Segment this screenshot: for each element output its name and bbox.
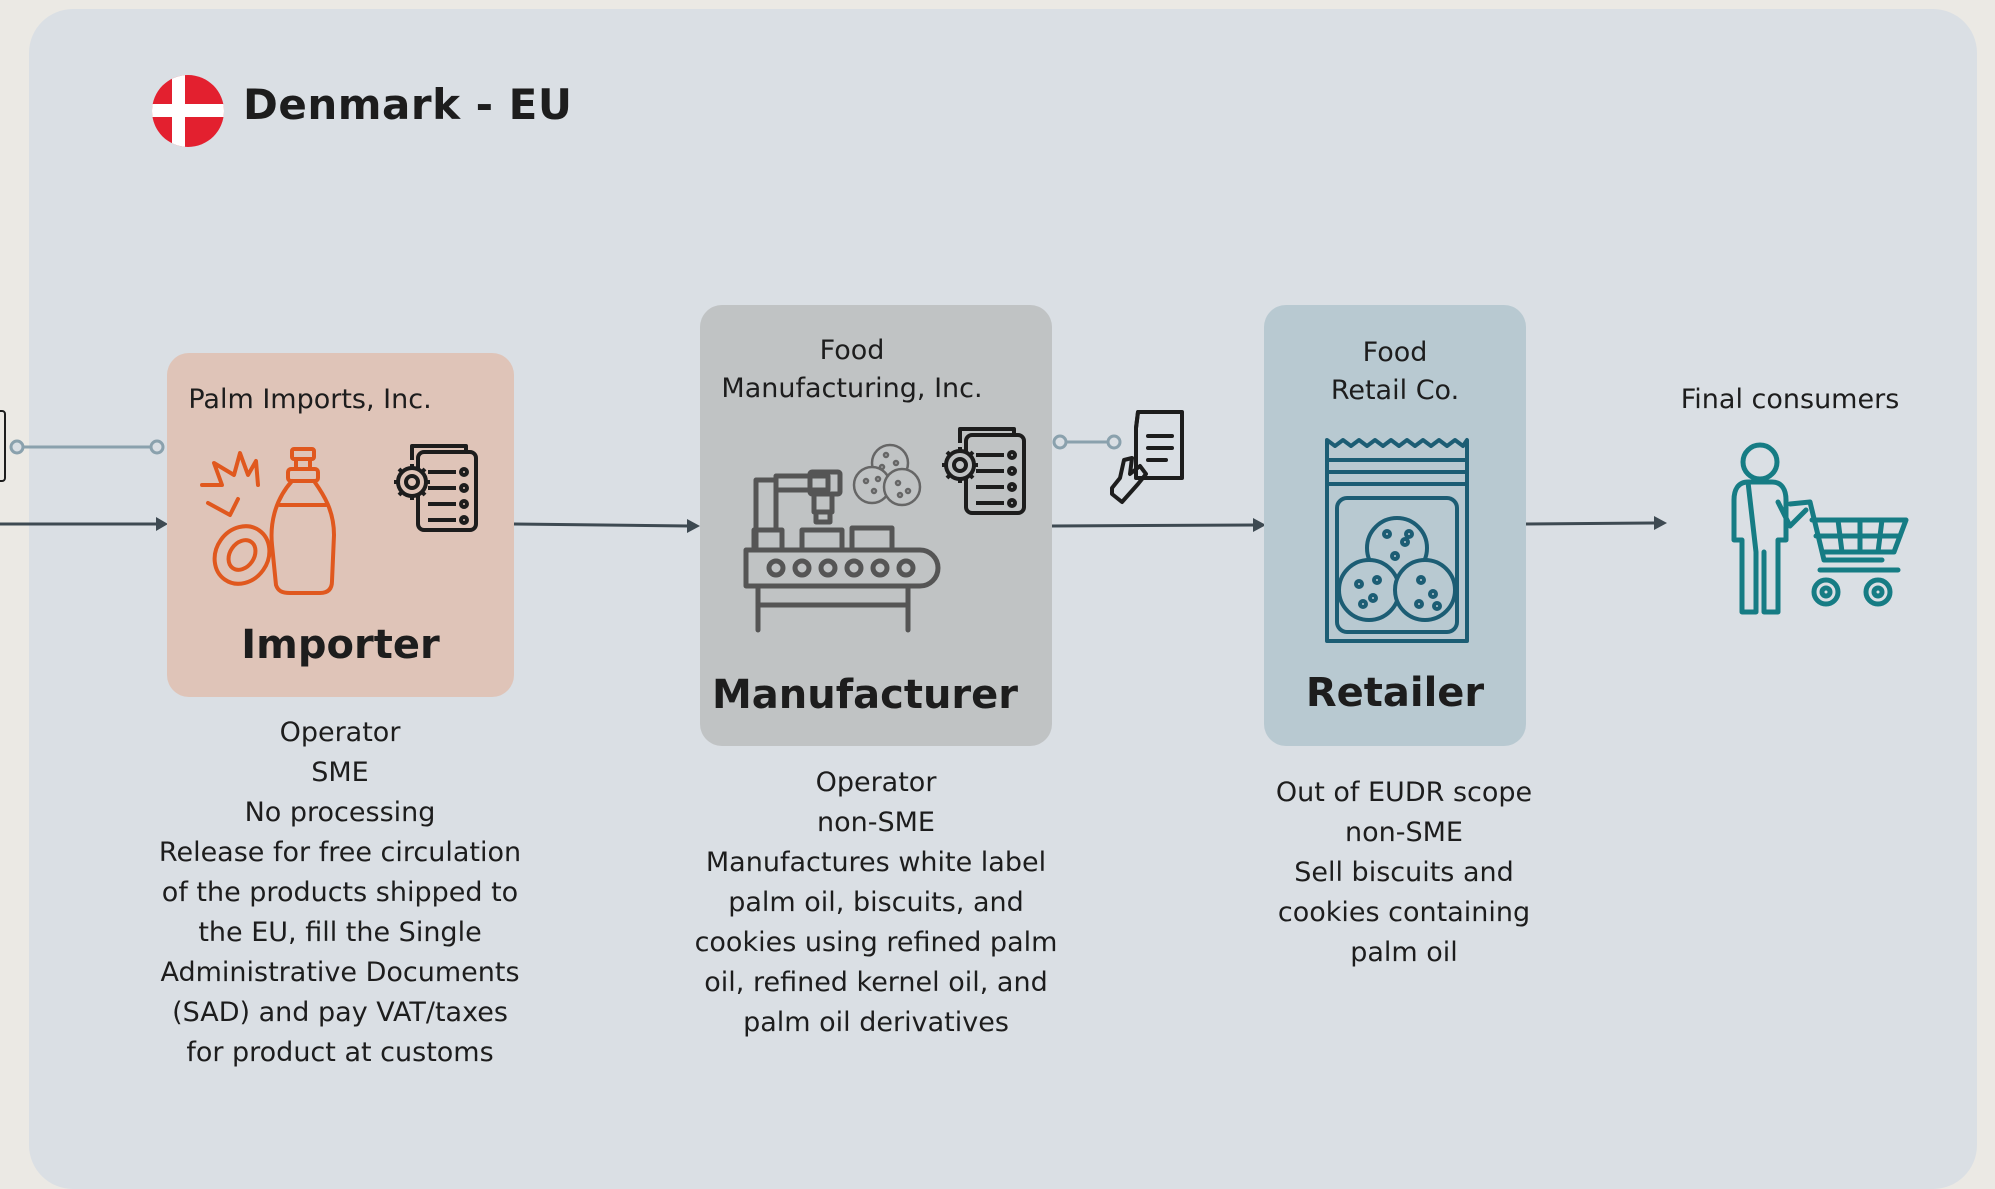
manufacturer-company-line: Manufacturing, Inc.: [721, 373, 983, 404]
handing-document-icon: [1110, 410, 1184, 504]
retailer-company-line: Food: [1362, 337, 1428, 368]
retailer-company: Food Retail Co.: [1264, 334, 1526, 410]
importer-title: Importer: [241, 622, 440, 668]
importer-company: Palm Imports, Inc.: [170, 381, 450, 419]
retailer-description: Out of EUDR scope non-SME Sell biscuits …: [1244, 773, 1564, 973]
description-line: palm oil, biscuits, and: [728, 887, 1024, 918]
importer-description: Operator SME No processing Release for f…: [130, 713, 550, 1073]
description-line: the EU, fill the Single: [198, 917, 482, 948]
description-line: Release for free circulation: [158, 837, 522, 868]
description-line: non-SME: [817, 807, 935, 838]
description-line: Manufactures white label: [705, 847, 1047, 878]
factory-conveyor-icon: [743, 469, 941, 633]
description-line: of the products shipped to: [161, 877, 519, 908]
description-line: (SAD) and pay VAT/taxes: [172, 997, 508, 1028]
manufacturer-company: Food Manufacturing, Inc.: [700, 332, 1004, 408]
importer-company-line: Palm Imports, Inc.: [188, 384, 432, 415]
page-title: Denmark - EU: [243, 80, 573, 129]
flow-arrow: [0, 517, 168, 531]
description-line: oil, refined kernel oil, and: [704, 967, 1048, 998]
description-line: cookies using refined palm: [694, 927, 1058, 958]
flow-arrow: [1051, 518, 1266, 532]
shopper-cart-icon: [1731, 442, 1909, 615]
importer-card: [167, 353, 514, 697]
description-line: Out of EUDR scope: [1275, 777, 1533, 808]
flow-arrow: [513, 519, 700, 533]
final-consumers-label: Final consumers: [1680, 384, 1900, 415]
description-line: cookies containing: [1277, 897, 1531, 928]
description-line: Operator: [815, 767, 937, 798]
palm-fruit-oil-bottle-icon: [200, 447, 336, 595]
description-line: No processing: [244, 797, 436, 828]
description-line: Administrative Documents: [160, 957, 520, 988]
manufacturer-title: Manufacturer: [711, 672, 1019, 718]
manufacturer-description: Operator non-SME Manufactures white labe…: [676, 763, 1076, 1043]
document-gear-icon: [942, 427, 1026, 515]
description-line: Operator: [279, 717, 401, 748]
description-line: SME: [311, 757, 369, 788]
manufacturer-company-line: Food: [819, 335, 885, 366]
previous-node-edge: [0, 410, 6, 482]
description-line: Sell biscuits and: [1294, 857, 1514, 888]
retailer-company-line: Retail Co.: [1330, 375, 1460, 406]
description-line: for product at customs: [186, 1037, 494, 1068]
connector-line: [9, 439, 165, 455]
description-line: palm oil: [1350, 937, 1458, 968]
description-line: palm oil derivatives: [743, 1007, 1009, 1038]
cookie-bag-icon: [1325, 438, 1469, 643]
retailer-title: Retailer: [1305, 670, 1485, 716]
description-line: non-SME: [1345, 817, 1463, 848]
cookies-icon: [852, 443, 922, 507]
document-gear-icon: [394, 444, 478, 532]
flag-denmark-icon: [152, 75, 224, 147]
flow-arrow: [1525, 516, 1667, 530]
connector-line: [1052, 434, 1122, 450]
